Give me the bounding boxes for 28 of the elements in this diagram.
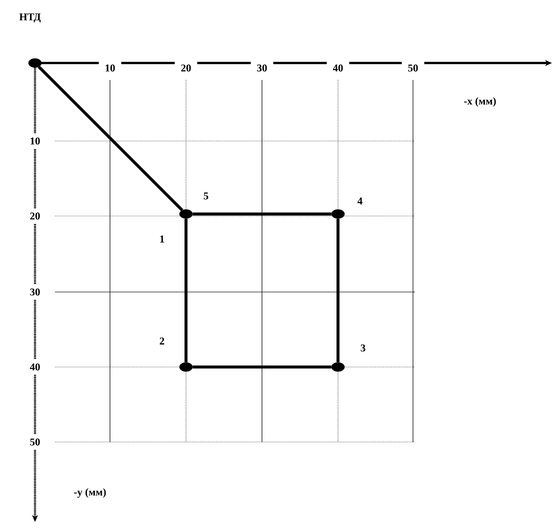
point-number: 5 [204, 192, 208, 200]
tick-label: 10 [98, 60, 122, 76]
point-number: 2 [160, 338, 164, 344]
tick-label: 40 [24, 359, 46, 375]
tool-path-line [192, 212, 332, 216]
tool-path-line [192, 366, 332, 368]
tick-label: 50 [402, 60, 424, 76]
path-point [179, 362, 193, 372]
tool-path-line [184, 218, 188, 362]
path-point [28, 58, 42, 68]
axis-title: -x (мм) [458, 93, 502, 111]
tick-label: 10 [24, 133, 46, 149]
point-number: 3 [360, 344, 366, 352]
point-number: 4 [358, 198, 362, 204]
path-point [179, 209, 193, 219]
path-point [331, 362, 345, 372]
tool-path-line [38, 66, 184, 212]
tick-label: 40 [326, 60, 350, 76]
point-number: 1 [160, 236, 164, 242]
tick-label: 50 [24, 434, 46, 450]
origin-label: НТД [19, 13, 41, 23]
tick-label: 30 [24, 284, 46, 300]
tick-label: 20 [24, 208, 46, 224]
tick-label: 20 [174, 60, 198, 76]
tick-label: 30 [250, 60, 274, 76]
tool-path-line [336, 218, 340, 362]
axis-title: -y (мм) [68, 484, 112, 502]
path-point [331, 209, 345, 219]
